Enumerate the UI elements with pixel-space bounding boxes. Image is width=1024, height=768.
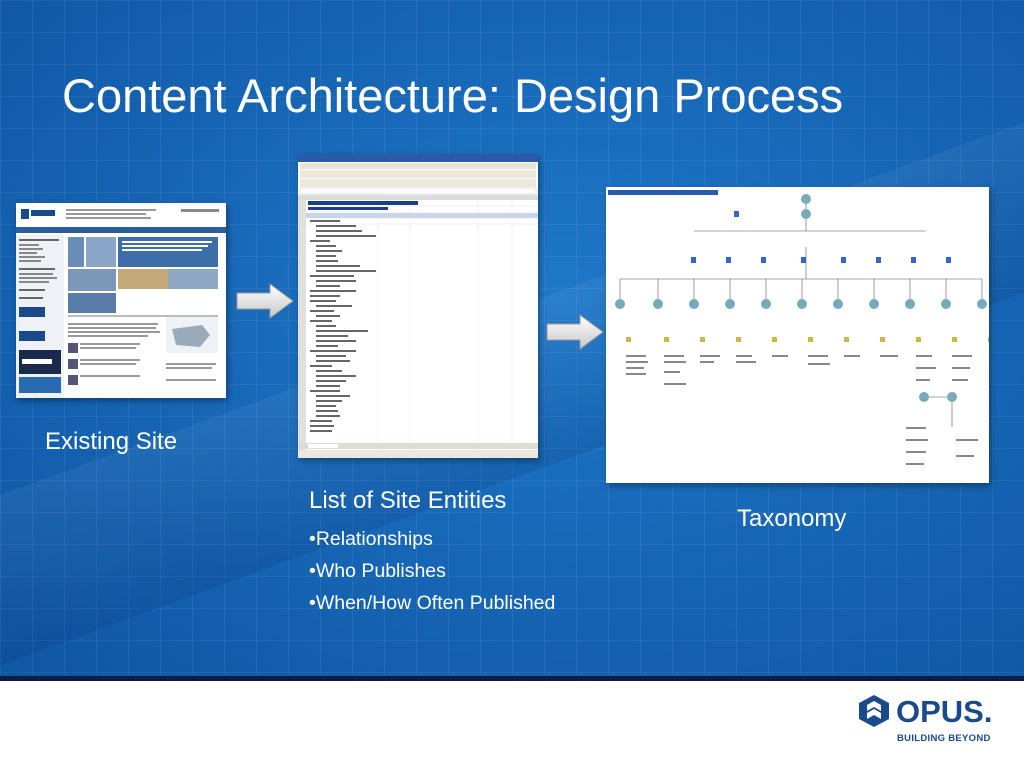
existing-site-screenshot <box>16 203 226 398</box>
bullet-item: •Relationships <box>309 528 433 550</box>
opus-logo-icon <box>859 695 889 727</box>
spreadsheet-screenshot <box>298 154 538 458</box>
bullet-item: •Who Publishes <box>309 560 446 582</box>
existing-site-thumbnail <box>16 203 226 398</box>
logo-wordmark: OPUS. <box>896 694 993 729</box>
right-arrow-icon <box>236 283 294 319</box>
slide-title: Content Architecture: Design Process <box>62 69 844 122</box>
footer-divider <box>0 676 1024 681</box>
spreadsheet-thumbnail <box>298 154 538 458</box>
right-arrow-icon <box>546 314 604 350</box>
taxonomy-thumbnail <box>606 187 989 483</box>
taxonomy-screenshot <box>606 187 989 483</box>
site-entities-heading: List of Site Entities <box>309 487 507 514</box>
site-entities-list: List of Site Entities •Relationships •Wh… <box>309 487 555 619</box>
footer <box>0 681 1024 768</box>
slide-background: Content Architecture: Design Process <box>0 0 1024 676</box>
taxonomy-caption: Taxonomy <box>737 505 847 532</box>
bullet-item: •When/How Often Published <box>309 592 556 614</box>
logo-tagline: BUILDING BEYOND <box>897 733 991 744</box>
existing-site-caption: Existing Site <box>45 428 178 455</box>
